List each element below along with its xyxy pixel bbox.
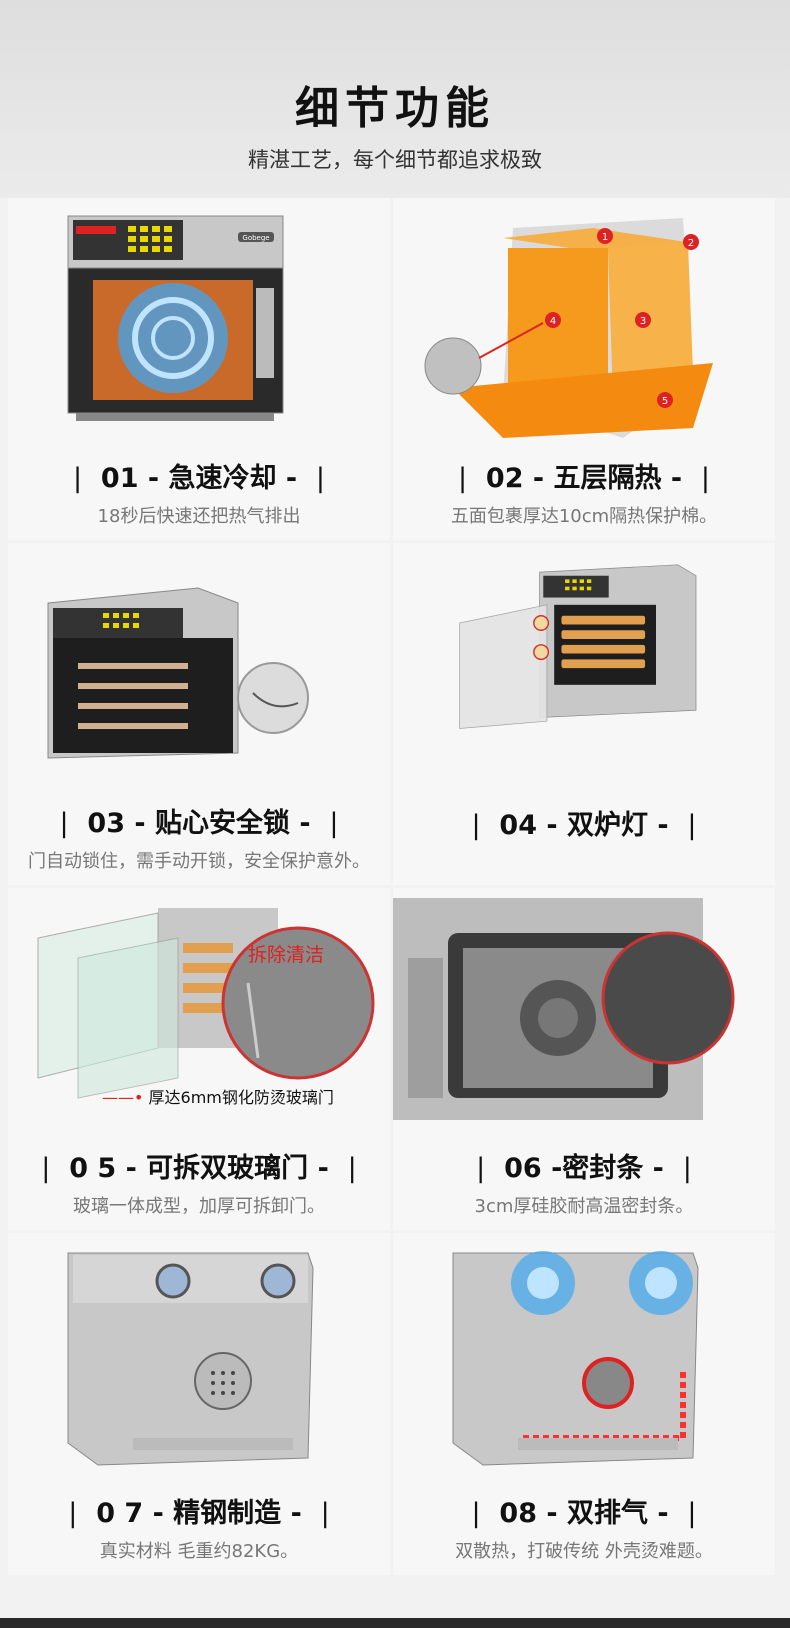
oven-double-lamp-icon [459,564,697,729]
bottom-strip [0,1618,790,1628]
feature-card-double-lamp: | 04 - 双炉灯 - | [393,543,775,885]
glass-note: ——• 厚达6mm钢化防烫玻璃门 [102,1088,334,1107]
remove-clean-label: 拆除清洁 [248,944,325,966]
page-subtitle: 精湛工艺，每个细节都追求极致 [248,148,542,172]
feature-card-safety-lock: | 03 - 贴心安全锁 - | 门自动锁住，需手动开锁，安全保护意外。 [8,543,390,885]
feature-card-insulation: 1 2 3 4 5 | 02 - 五层隔热 - | 五面包裹厚达10cm隔热保护… [393,198,775,540]
oven-cooling-fan-icon: Gobege [67,215,284,421]
oven-double-exhaust-icon [452,1251,699,1466]
feature-title: | 08 - 双排气 - | [471,1498,697,1529]
insulation-layers-icon: 1 2 3 4 5 [424,218,713,438]
feature-title: | 0 5 - 可拆双玻璃门 - | [41,1153,357,1184]
brand-label: Gobege [242,234,269,242]
oven-safety-lock-icon [47,587,309,759]
feature-desc: 3cm厚硅胶耐高温密封条。 [474,1196,694,1217]
feature-card-cooling: Gobege | 01 - 急速冷却 - | 18秒后快速还把热气排出 [8,198,390,540]
oven-steel-back-icon [67,1252,314,1466]
feature-desc: 真实材料 毛重约82KG。 [99,1541,299,1562]
marker-3: 3 [640,316,646,327]
feature-title: | 06 -密封条 - | [476,1153,692,1184]
marker-1: 1 [602,232,608,243]
marker-2: 2 [688,238,694,249]
feature-title: | 04 - 双炉灯 - | [471,810,697,841]
oven-seal-icon [393,898,735,1120]
page-title: 细节功能 [295,83,495,134]
feature-card-steel: | 0 7 - 精钢制造 - | 真实材料 毛重约82KG。 [8,1233,390,1575]
oven-glass-door-icon [37,908,375,1099]
marker-4: 4 [550,316,556,327]
feature-title: | 01 - 急速冷却 - | [72,463,326,494]
feature-card-double-exhaust: | 08 - 双排气 - | 双散热，打破传统 外壳烫难题。 [393,1233,775,1575]
feature-desc: 门自动锁住，需手动开锁，安全保护意外。 [28,851,370,872]
feature-title: | 0 7 - 精钢制造 - | [68,1498,330,1529]
feature-card-seal: | 06 -密封条 - | 3cm厚硅胶耐高温密封条。 [393,888,775,1230]
feature-desc: 18秒后快速还把热气排出 [97,506,301,527]
page-header: 细节功能 精湛工艺，每个细节都追求极致 [0,0,790,198]
feature-desc: 玻璃一体成型，加厚可拆卸门。 [73,1196,325,1217]
feature-title: | 02 - 五层隔热 - | [457,463,711,494]
feature-desc: 五面包裹厚达10cm隔热保护棉。 [450,506,718,527]
marker-5: 5 [662,396,668,407]
feature-card-glass-door: 拆除清洁 ——• 厚达6mm钢化防烫玻璃门 | 0 5 - 可拆双玻璃门 - |… [8,888,390,1230]
feature-title: | 03 - 贴心安全锁 - | [59,808,339,839]
feature-desc: 双散热，打破传统 外壳烫难题。 [455,1541,713,1562]
